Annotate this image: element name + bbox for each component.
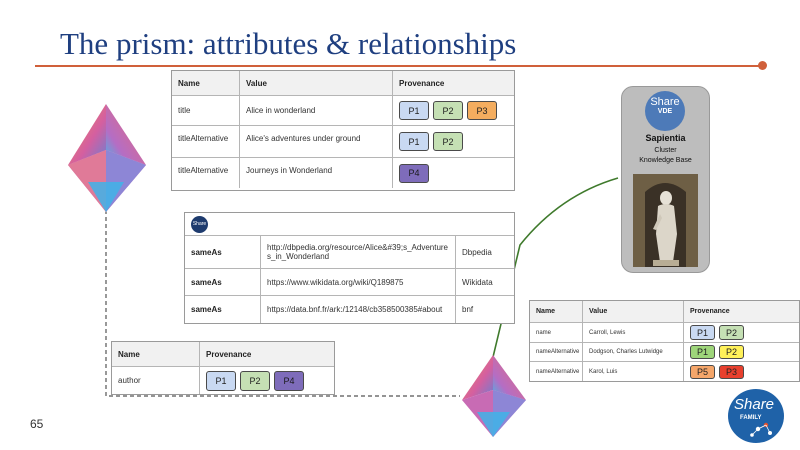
table-row: sameAs https://data.bnf.fr/ark:/12148/cb…	[185, 296, 514, 323]
provenance-badge-p1: P1	[399, 101, 429, 120]
provenance-cell: P1 P2 P4	[200, 367, 334, 394]
provenance-badge-p1: P1	[690, 345, 715, 359]
table-row: nameAlternative Dodgson, Charles Lutwidg…	[530, 343, 799, 362]
table-row: author P1 P2 P4	[112, 367, 334, 394]
attr-name: name	[530, 323, 583, 342]
sameas-uri: https://www.wikidata.org/wiki/Q189875	[261, 269, 456, 295]
header-name: Name	[172, 71, 240, 95]
sapientia-cluster-card: Share VDE Sapientia Cluster Knowledge Ba…	[621, 86, 710, 273]
table-header-row: Name Value Provenance	[530, 301, 799, 323]
table-row: sameAs http://dbpedia.org/resource/Alice…	[185, 236, 514, 269]
sameas-uri: https://data.bnf.fr/ark:/12148/cb3585003…	[261, 296, 456, 323]
share-vde-logo-icon: Share VDE	[645, 91, 685, 131]
card-subtitle-cluster: Cluster	[654, 147, 677, 154]
page-number: 65	[30, 417, 44, 431]
header-value: Value	[240, 71, 393, 95]
table-row: nameAlternative Karol, Luis P5 P3	[530, 362, 799, 381]
provenance-badge-p3: P3	[467, 101, 497, 120]
provenance-badge-p3: P3	[719, 364, 744, 379]
title-underline-dot	[758, 61, 767, 70]
provenance-cell: P1 P2	[684, 323, 799, 342]
attr-value: Alice in wonderland	[240, 96, 393, 125]
provenance-badge-p1: P1	[206, 370, 236, 391]
provenance-badge-p2: P2	[240, 370, 270, 391]
statue-image-icon	[633, 174, 698, 267]
header-value: Value	[583, 301, 684, 322]
provenance-badge-p1: P1	[399, 132, 429, 151]
predicate: sameAs	[185, 269, 261, 295]
person-attributes-table: Name Value Provenance name Carroll, Lewi…	[529, 300, 800, 382]
predicate: sameAs	[185, 296, 261, 323]
table-row: name Carroll, Lewis P1 P2	[530, 323, 799, 343]
person-prism-icon	[462, 355, 526, 437]
card-subtitle-kb: Knowledge Base	[639, 157, 692, 164]
sameas-uri: http://dbpedia.org/resource/Alice&#39;s_…	[261, 236, 456, 268]
provenance-cell: P5 P3	[684, 362, 799, 381]
sameas-table: Share VDE sameAs http://dbpedia.org/reso…	[184, 212, 515, 324]
attr-name: titleAlternative	[172, 158, 240, 188]
provenance-badge-p1: P1	[690, 325, 715, 340]
share-vde-logo-icon: Share VDE	[191, 216, 208, 244]
table-row: titleAlternative Alice's adventures unde…	[172, 126, 514, 158]
sameas-source: Wikidata	[462, 277, 493, 287]
attr-name: nameAlternative	[530, 343, 583, 361]
header-name: Name	[112, 342, 200, 366]
provenance-badge-p2: P2	[433, 101, 463, 120]
card-title: Sapientia	[645, 133, 686, 143]
provenance-cell: P1 P2	[393, 126, 514, 157]
attr-name: title	[172, 96, 240, 125]
work-attributes-table: Name Value Provenance title Alice in won…	[171, 70, 515, 191]
sameas-logo-row: Share VDE	[185, 213, 514, 244]
cluster-connector-line	[492, 177, 619, 358]
provenance-badge-p4: P4	[399, 163, 429, 183]
provenance-badge-p2: P2	[433, 132, 463, 151]
share-family-logo: Share FAMILY	[728, 389, 784, 443]
provenance-cell: P1 P2	[684, 343, 799, 361]
table-header-row: Name Provenance	[112, 342, 334, 367]
provenance-badge-p5: P5	[690, 364, 715, 379]
header-provenance: Provenance	[393, 71, 514, 95]
predicate: sameAs	[185, 236, 261, 268]
attr-name: titleAlternative	[172, 126, 240, 157]
attr-value: Carroll, Lewis	[583, 323, 684, 342]
attr-value: Dodgson, Charles Lutwidge	[583, 343, 684, 361]
attr-value: Alice's adventures under ground	[240, 126, 393, 157]
network-dots-icon	[750, 422, 772, 437]
provenance-badge-p2: P2	[719, 345, 744, 359]
header-provenance: Provenance	[684, 301, 799, 322]
header-name: Name	[530, 301, 583, 322]
header-provenance: Provenance	[200, 342, 334, 366]
slide-title: The prism: attributes & relationships	[60, 26, 517, 61]
provenance-cell: P4	[393, 158, 514, 188]
work-prism-icon	[68, 104, 146, 212]
provenance-cell: P1 P2 P3	[393, 96, 514, 125]
table-row: title Alice in wonderland P1 P2 P3	[172, 96, 514, 126]
sameas-source: Dbpedia	[462, 247, 492, 257]
provenance-badge-p4: P4	[274, 370, 304, 391]
attr-name: nameAlternative	[530, 362, 583, 381]
provenance-badge-p2: P2	[719, 325, 744, 340]
attr-value: Karol, Luis	[583, 362, 684, 381]
relation-name: author	[112, 367, 200, 394]
sameas-source: bnf	[462, 305, 474, 314]
table-row: titleAlternative Journeys in Wonderland …	[172, 158, 514, 188]
title-underline	[35, 65, 762, 67]
author-connector-line	[105, 203, 460, 397]
table-row: sameAs https://www.wikidata.org/wiki/Q18…	[185, 269, 514, 296]
author-table: Name Provenance author P1 P2 P4	[111, 341, 335, 395]
attr-value: Journeys in Wonderland	[240, 158, 393, 188]
table-header-row: Name Value Provenance	[172, 71, 514, 96]
